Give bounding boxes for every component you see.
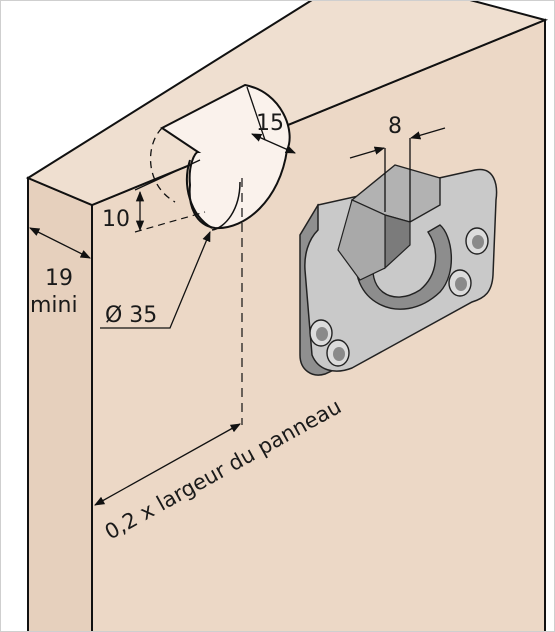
dim-8-label: 8 [388, 114, 402, 139]
dimension-thickness: 19 mini [29, 227, 91, 318]
dim-8-arrow-right [410, 127, 446, 140]
fitting-hole-4-inner [333, 347, 345, 361]
dim-19-arrow [29, 227, 91, 259]
bore-cut [160, 83, 291, 230]
panel-left-face [27, 176, 93, 632]
dim-15-arrow [251, 133, 296, 154]
bore-hidden-arc [149, 127, 176, 203]
dimension-15: 15 [246, 86, 296, 154]
dimension-diameter: Ø 35 [100, 231, 211, 329]
cam-fitting [299, 164, 498, 376]
fitting-hole-1-inner [472, 235, 484, 249]
fitting-hole-3-inner [316, 327, 328, 341]
dim-10-ext-top [134, 159, 201, 191]
fitting-cam-slot [355, 224, 453, 310]
cup-bore [149, 83, 291, 231]
bore-bottom-hidden [134, 211, 206, 233]
dia-leader [100, 231, 211, 329]
dim-19-value: 19 [45, 266, 73, 291]
bore-front-arc [186, 159, 213, 229]
bore-depth-line [211, 181, 241, 231]
panel-top-edge [25, 0, 549, 207]
fitting-hole-2-inner [455, 277, 467, 291]
dimension-10: 10 [102, 159, 201, 232]
offset-arrow [94, 423, 241, 506]
dim-10-label: 10 [102, 207, 130, 232]
dim-8-arrow-left [349, 146, 385, 159]
dim-15-ext1 [246, 86, 266, 141]
dimension-8: 8 [349, 114, 446, 222]
dim-19-note: mini [30, 293, 78, 318]
dia-label: Ø 35 [105, 303, 157, 328]
dim-15-label: 15 [256, 111, 284, 136]
fitting-inner-wall [337, 199, 386, 281]
